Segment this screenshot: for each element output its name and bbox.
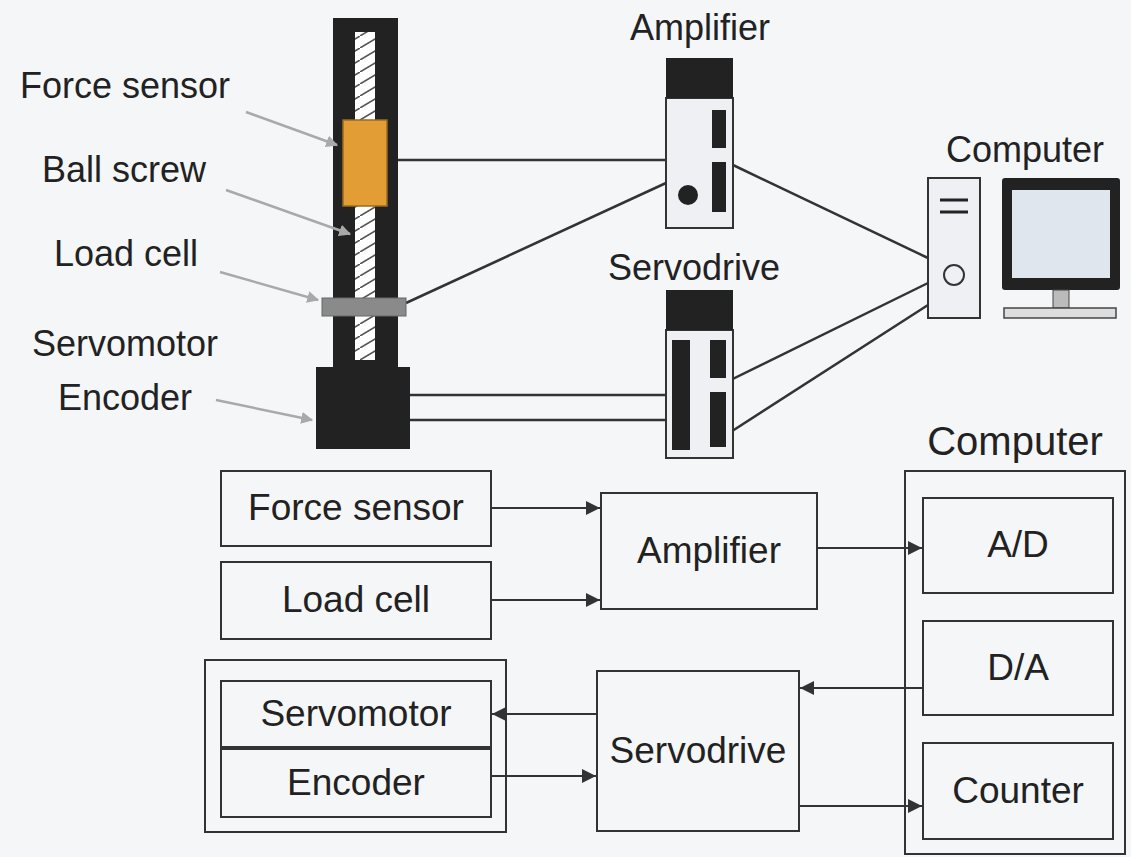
box-label: Encoder (287, 762, 425, 805)
box-label: D/A (987, 647, 1049, 690)
box-heading: Computer (906, 418, 1124, 464)
box-label: Counter (952, 770, 1084, 813)
servomotor-encoder (316, 367, 410, 449)
part-label: Ball screw (42, 150, 206, 190)
computer-box: ComputerA/DD/ACounter (904, 470, 1126, 855)
box-label: Servodrive (610, 730, 787, 773)
part-label: Encoder (58, 378, 192, 418)
signal-arrow (818, 547, 922, 549)
servodrive-device (666, 290, 733, 458)
leader-lines (216, 112, 350, 420)
block-box: Counter (922, 742, 1114, 840)
part-label: Load cell (54, 234, 198, 274)
ball-screw-tower (316, 18, 410, 449)
part-label: Servomotor (32, 324, 218, 364)
signal-arrow (492, 599, 600, 601)
load-cell (322, 298, 406, 316)
part-label: Amplifier (630, 8, 770, 48)
block-box: Load cell (220, 561, 492, 640)
block-box: D/A (922, 620, 1114, 716)
block-box: Amplifier (600, 492, 818, 610)
part-label: Force sensor (20, 66, 230, 106)
block-box: Servomotor (220, 680, 492, 748)
signal-arrow (492, 775, 596, 777)
wires (398, 160, 928, 435)
box-label: A/D (987, 524, 1049, 567)
block-box: Force sensor (220, 470, 492, 547)
block-box: Encoder (220, 748, 492, 818)
block-box: Servodrive (596, 670, 800, 832)
box-label: Servomotor (260, 693, 451, 736)
part-label: Computer (946, 130, 1104, 170)
force-sensor (343, 120, 387, 206)
motor-unit-outline (205, 660, 506, 832)
block-box: A/D (922, 497, 1114, 594)
box-label: Load cell (282, 579, 430, 622)
box-label: Force sensor (248, 487, 464, 530)
amplifier-device (666, 58, 733, 228)
signal-arrow (492, 713, 596, 715)
part-label: Servodrive (608, 248, 780, 288)
signal-arrow (492, 507, 600, 509)
box-label: Amplifier (637, 530, 781, 573)
computer-icon (928, 178, 1120, 318)
